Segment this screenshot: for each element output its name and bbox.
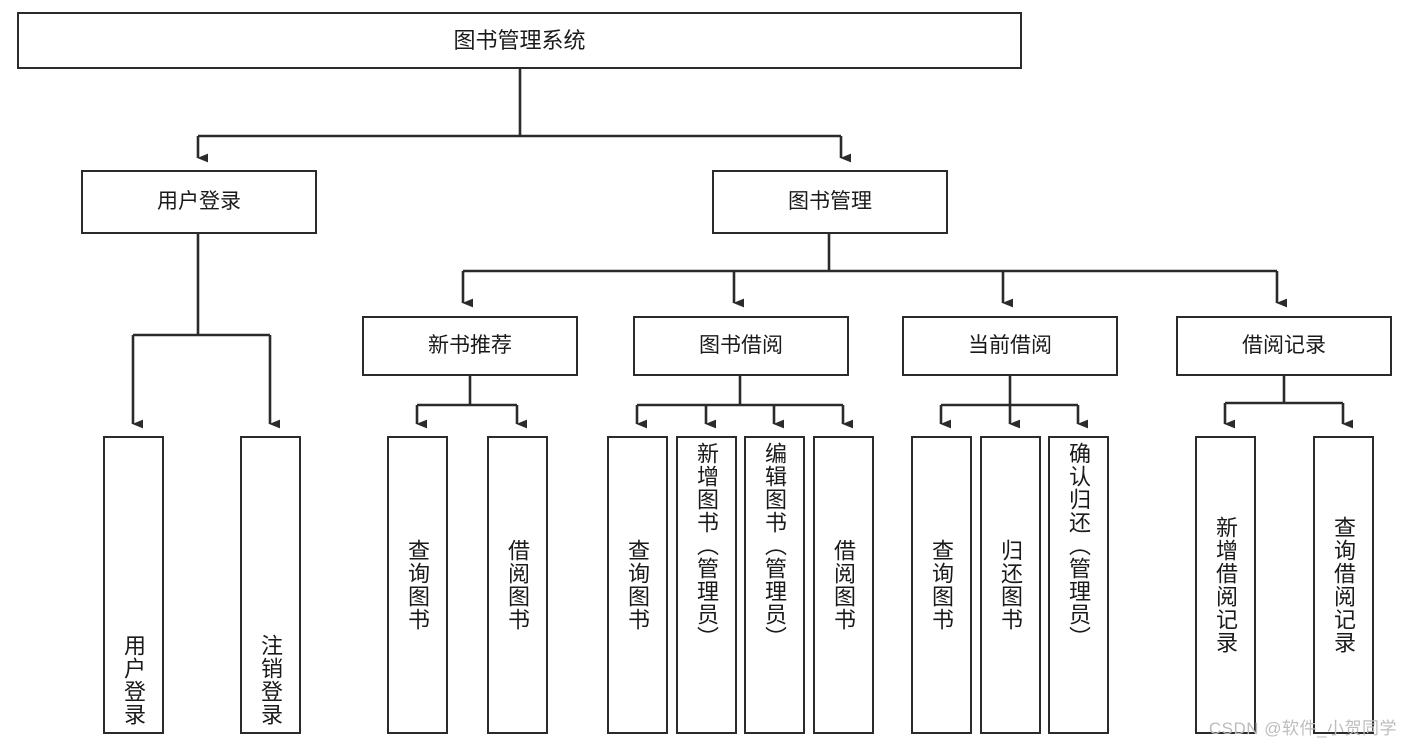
node-label: 借阅图书 (831, 539, 857, 631)
node-leaf-borrow-books-recommendation[interactable]: 借阅图书 (487, 436, 548, 734)
node-label: 图书借阅 (699, 333, 783, 357)
node-leaf-query-books-borrowing[interactable]: 查询图书 (607, 436, 668, 734)
watermark-text: CSDN @软件_小贺同学 (1208, 719, 1397, 738)
node-leaf-query-books-current[interactable]: 查询图书 (911, 436, 972, 734)
node-current-borrowing[interactable]: 当前借阅 (902, 316, 1118, 376)
node-label: 查询借阅记录 (1331, 516, 1357, 654)
node-label: 用户登录 (157, 189, 241, 213)
node-label: 查询图书 (405, 539, 431, 631)
node-label: 查询图书 (625, 539, 651, 631)
node-book-management-system[interactable]: 图书管理系统 (17, 12, 1022, 69)
node-new-book-recommendation[interactable]: 新书推荐 (362, 316, 578, 376)
node-label: 注销登录 (258, 634, 284, 726)
node-user-login[interactable]: 用户登录 (81, 170, 317, 234)
node-label: 图书管理系统 (453, 27, 586, 53)
node-label: 编辑图书（管理员） (762, 442, 788, 649)
node-label: 新增图书（管理员） (694, 442, 720, 649)
node-leaf-logout[interactable]: 注销登录 (240, 436, 301, 734)
node-label: 用户登录 (121, 634, 147, 726)
node-label: 查询图书 (929, 539, 955, 631)
node-label: 归还图书 (998, 539, 1024, 631)
node-borrowing-records[interactable]: 借阅记录 (1176, 316, 1392, 376)
node-leaf-user-login[interactable]: 用户登录 (103, 436, 164, 734)
node-label: 新书推荐 (428, 333, 512, 357)
node-book-borrowing[interactable]: 图书借阅 (633, 316, 849, 376)
node-label: 图书管理 (788, 189, 872, 213)
node-label: 当前借阅 (968, 333, 1052, 357)
node-leaf-query-borrow-record[interactable]: 查询借阅记录 (1313, 436, 1374, 734)
node-label: 确认归还（管理员） (1066, 442, 1092, 649)
node-leaf-add-book-admin[interactable]: 新增图书（管理员） (676, 436, 737, 734)
node-label: 借阅记录 (1242, 333, 1326, 357)
node-leaf-return-books[interactable]: 归还图书 (980, 436, 1041, 734)
node-leaf-edit-book-admin[interactable]: 编辑图书（管理员） (744, 436, 805, 734)
node-leaf-borrow-books-borrowing[interactable]: 借阅图书 (813, 436, 874, 734)
node-label: 借阅图书 (505, 539, 531, 631)
node-leaf-query-books-recommendation[interactable]: 查询图书 (387, 436, 448, 734)
node-leaf-confirm-return-admin[interactable]: 确认归还（管理员） (1048, 436, 1109, 734)
node-book-management[interactable]: 图书管理 (712, 170, 948, 234)
node-leaf-add-borrow-record[interactable]: 新增借阅记录 (1195, 436, 1256, 734)
node-label: 新增借阅记录 (1213, 516, 1239, 654)
